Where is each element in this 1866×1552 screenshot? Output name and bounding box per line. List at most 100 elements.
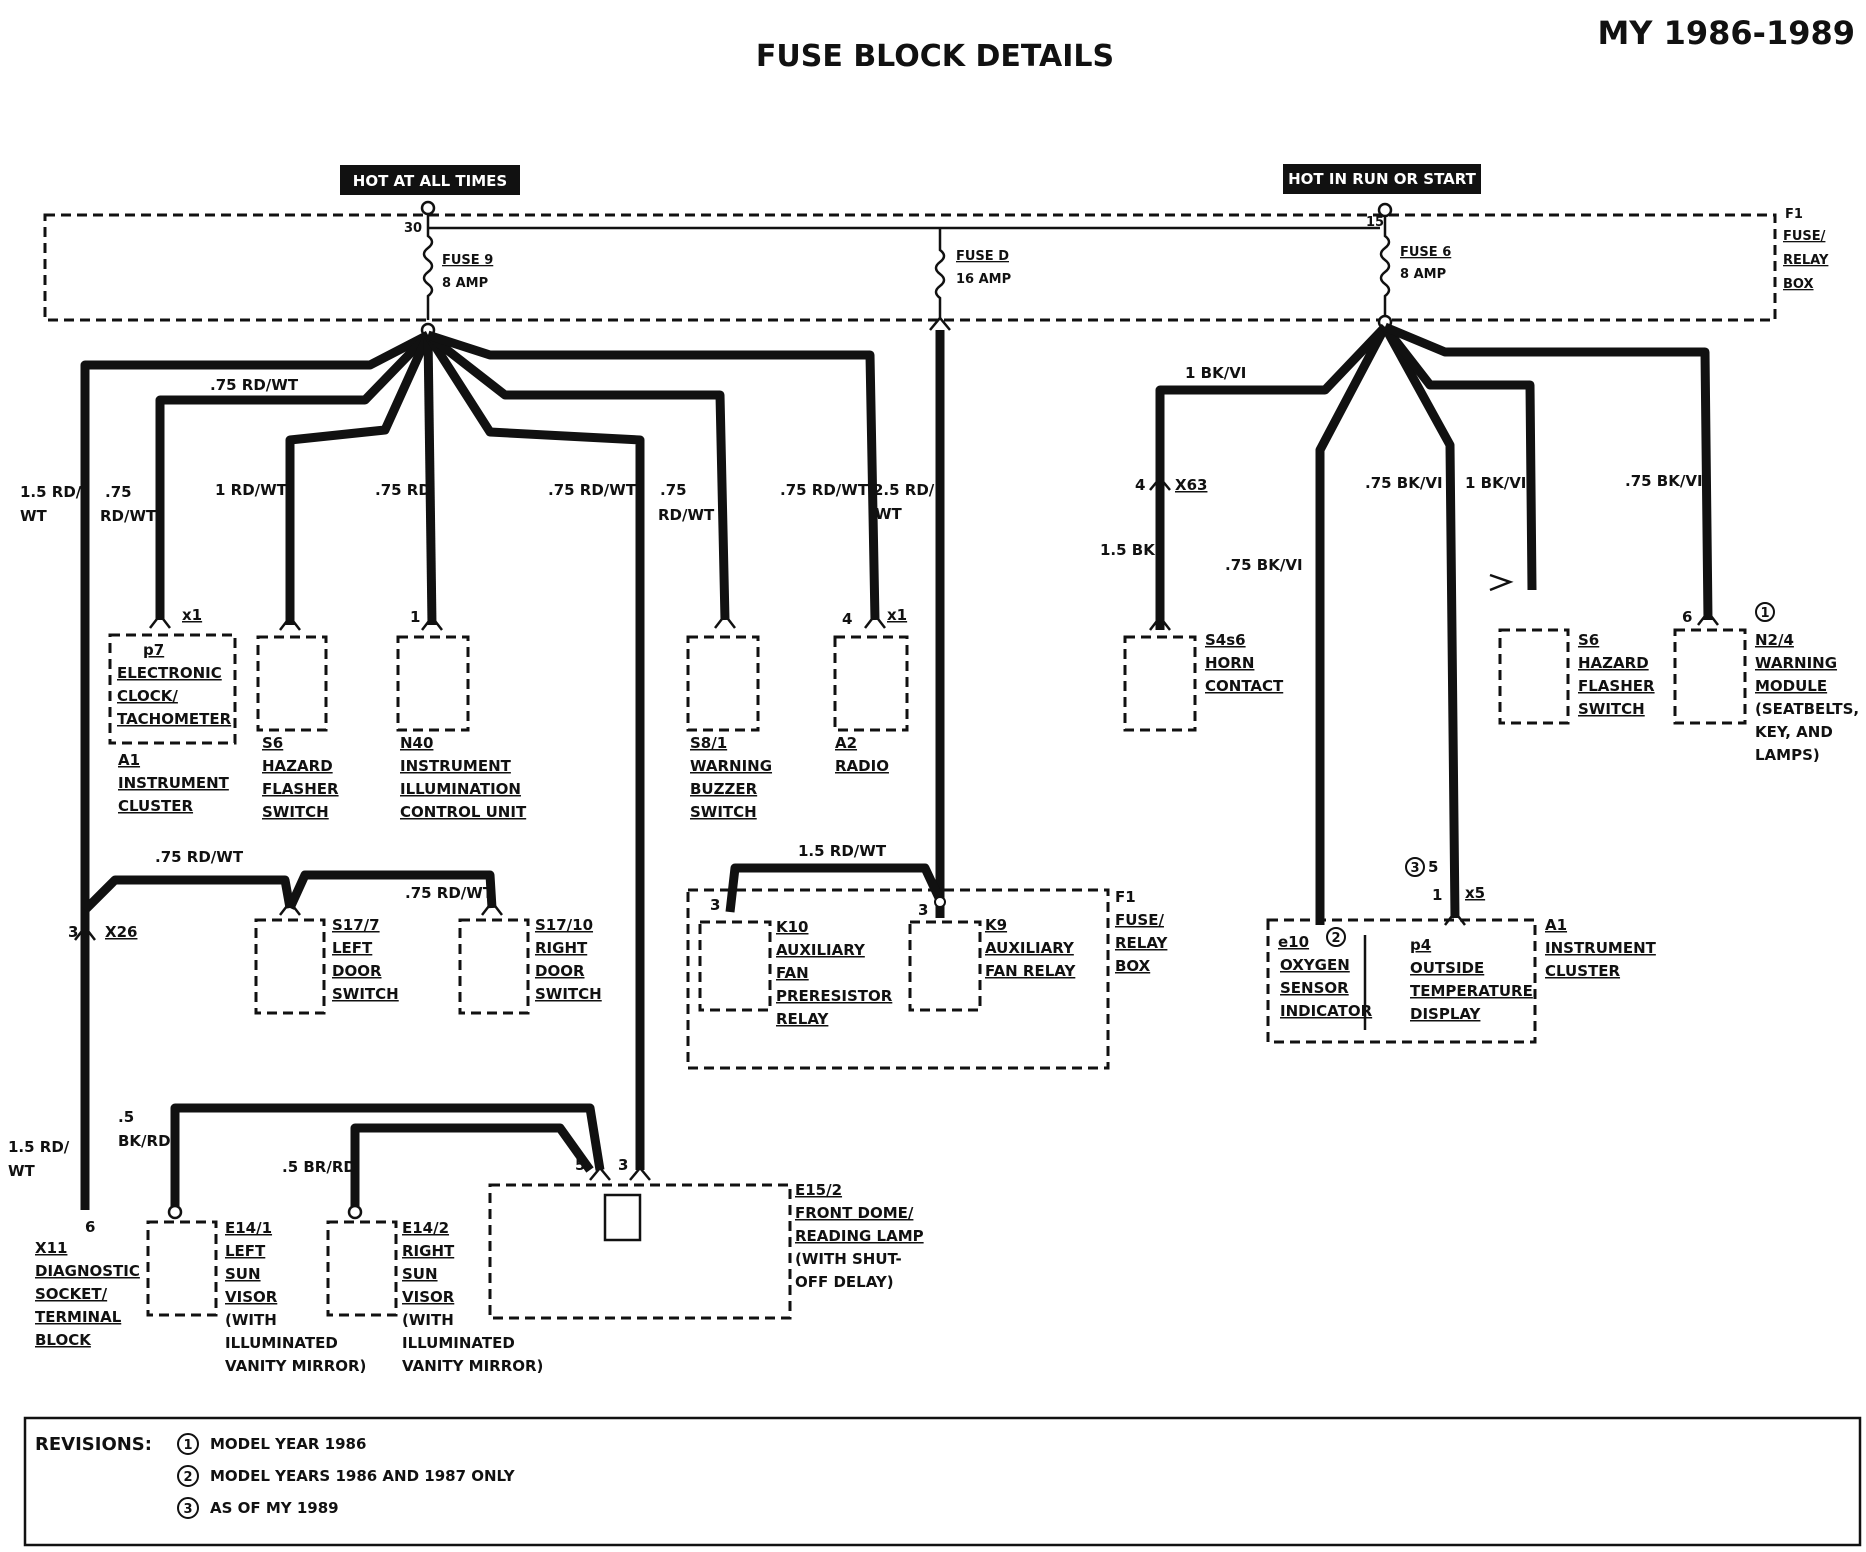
svg-text:TERMINAL: TERMINAL bbox=[35, 1308, 122, 1326]
wire-label-w16: .75 RD/WT bbox=[155, 848, 244, 866]
svg-text:S6: S6 bbox=[1578, 631, 1599, 649]
svg-text:S17/10: S17/10 bbox=[535, 916, 593, 934]
svg-text:CLUSTER: CLUSTER bbox=[118, 797, 193, 815]
svg-text:(WITH: (WITH bbox=[402, 1311, 454, 1329]
pin-label-1-x5: 1 bbox=[1432, 886, 1442, 904]
wire-label-w11: 1.5 BK bbox=[1100, 541, 1156, 559]
svg-text:p7: p7 bbox=[143, 641, 164, 659]
wire-label-w13: .75 BK/VI bbox=[1365, 474, 1443, 492]
pin-s6-icon bbox=[279, 614, 301, 631]
svg-text:TACHOMETER: TACHOMETER bbox=[117, 710, 232, 728]
pin-label-1: 1 bbox=[410, 608, 420, 626]
hot-at-all-times-tag: HOT AT ALL TIMES bbox=[340, 165, 520, 195]
svg-text:ILLUMINATION: ILLUMINATION bbox=[400, 780, 521, 798]
component-f1b: F1 FUSE/ RELAY BOX bbox=[1115, 888, 1169, 975]
wire-label-w21b: WT bbox=[8, 1162, 36, 1180]
pin-label-6-x11: 6 bbox=[85, 1218, 95, 1236]
svg-text:K9: K9 bbox=[985, 916, 1007, 934]
component-n40: N40 INSTRUMENT ILLUMINATION CONTROL UNIT bbox=[400, 734, 527, 821]
wire-label-w9b: WT bbox=[875, 505, 903, 523]
svg-text:INDICATOR: INDICATOR bbox=[1280, 1002, 1373, 1020]
revision-2-icon bbox=[177, 1465, 199, 1487]
component-a1: A1 INSTRUMENT CLUSTER bbox=[118, 751, 230, 815]
terminal-30-icon bbox=[420, 200, 436, 216]
svg-text:RIGHT: RIGHT bbox=[535, 939, 588, 957]
svg-text:INSTRUMENT: INSTRUMENT bbox=[400, 757, 512, 775]
k10-box bbox=[698, 920, 772, 1012]
note-1-icon bbox=[1755, 602, 1775, 622]
page-title: FUSE BLOCK DETAILS bbox=[756, 39, 1114, 74]
svg-text:HOT AT ALL TIMES: HOT AT ALL TIMES bbox=[353, 172, 507, 190]
revision-item-3: 3 AS OF MY 1989 bbox=[177, 1497, 339, 1519]
revision-item-1: 1 MODEL YEAR 1986 bbox=[177, 1433, 366, 1455]
hot-in-run-tag: HOT IN RUN OR START bbox=[1283, 164, 1481, 194]
n24-box bbox=[1673, 628, 1747, 725]
wire-s81 bbox=[425, 331, 730, 621]
wire-a2 bbox=[426, 330, 880, 621]
component-s81: S8/1 WARNING BUZZER SWITCH bbox=[690, 734, 772, 821]
svg-text:INSTRUMENT: INSTRUMENT bbox=[118, 774, 230, 792]
svg-text:FRONT DOME/: FRONT DOME/ bbox=[795, 1204, 914, 1222]
pin-label-x63: X63 bbox=[1175, 476, 1207, 494]
svg-text:2: 2 bbox=[183, 1470, 192, 1485]
svg-text:SOCKET/: SOCKET/ bbox=[35, 1285, 108, 1303]
wire-label-w6: .75 RD/WT bbox=[548, 481, 637, 499]
svg-text:2: 2 bbox=[1331, 931, 1340, 946]
s177-box bbox=[254, 918, 326, 1015]
component-p7: p7 ELECTRONIC CLOCK/ TACHOMETER bbox=[117, 641, 232, 728]
component-e142: E14/2 RIGHT SUN VISOR (WITH ILLUMINATED … bbox=[402, 1219, 543, 1375]
component-e10: e10 OXYGEN SENSOR INDICATOR bbox=[1278, 933, 1373, 1020]
component-a2: A2 RADIO bbox=[835, 734, 889, 775]
svg-text:FLASHER: FLASHER bbox=[1578, 677, 1655, 695]
svg-text:MODULE: MODULE bbox=[1755, 677, 1827, 695]
wire-label-w2a: .75 bbox=[105, 483, 132, 501]
wire-label-w4: 1 RD/WT bbox=[215, 481, 288, 499]
svg-text:(SEATBELTS,: (SEATBELTS, bbox=[1755, 700, 1859, 718]
component-s177: S17/7 LEFT DOOR SWITCH bbox=[332, 916, 399, 1003]
wire-s1710 bbox=[285, 870, 497, 910]
svg-text:X11: X11 bbox=[35, 1239, 67, 1257]
revision-3-icon bbox=[177, 1497, 199, 1519]
note-2-icon bbox=[1326, 927, 1346, 947]
svg-text:K10: K10 bbox=[776, 918, 809, 936]
svg-text:WARNING: WARNING bbox=[1755, 654, 1837, 672]
wire-label-w19b: BK/RD bbox=[118, 1132, 171, 1150]
wire-label-w14: 1 BK/VI bbox=[1465, 474, 1526, 492]
pin-label-3-x26: 3 bbox=[68, 923, 78, 941]
fuse-d-icon bbox=[934, 228, 946, 318]
note-marker-2: 2 bbox=[1326, 927, 1346, 947]
svg-text:KEY, AND: KEY, AND bbox=[1755, 723, 1833, 741]
s1710-box bbox=[458, 918, 530, 1015]
svg-text:CONTROL UNIT: CONTROL UNIT bbox=[400, 803, 527, 821]
wire-p4 bbox=[1381, 324, 1460, 919]
fuse-d-out-icon bbox=[929, 316, 951, 331]
e152-internal-icon bbox=[603, 1193, 642, 1242]
s6-box bbox=[256, 635, 328, 732]
fuse-6-rating: 8 AMP bbox=[1400, 267, 1446, 282]
wire-label-w7b: RD/WT bbox=[658, 506, 715, 524]
pin-k9-icon bbox=[934, 896, 946, 908]
e10-p4-box bbox=[1266, 918, 1537, 1044]
svg-text:RIGHT: RIGHT bbox=[402, 1242, 455, 1260]
revision-1-icon bbox=[177, 1433, 199, 1455]
svg-text:OUTSIDE: OUTSIDE bbox=[1410, 959, 1484, 977]
svg-text:FAN RELAY: FAN RELAY bbox=[985, 962, 1076, 980]
svg-text:AUXILIARY: AUXILIARY bbox=[776, 941, 866, 959]
component-s1710: S17/10 RIGHT DOOR SWITCH bbox=[535, 916, 602, 1003]
pin-label-3b: 3 bbox=[918, 901, 928, 919]
wire-e152 bbox=[424, 332, 645, 1170]
wire-label-w9a: 2.5 RD/ bbox=[873, 481, 935, 499]
svg-text:BLOCK: BLOCK bbox=[35, 1331, 92, 1349]
svg-text:READING LAMP: READING LAMP bbox=[795, 1227, 924, 1245]
component-x11: X11 DIAGNOSTIC SOCKET/ TERMINAL BLOCK bbox=[35, 1239, 140, 1349]
wire-horn bbox=[1155, 323, 1389, 630]
svg-text:1: 1 bbox=[1760, 606, 1769, 621]
s81-box bbox=[686, 635, 760, 732]
svg-text:FAN: FAN bbox=[776, 964, 809, 982]
terminal-15-label: 15 bbox=[1366, 215, 1384, 230]
component-k10: K10 AUXILIARY FAN PRERESISTOR RELAY bbox=[776, 918, 893, 1028]
pin-x26-icon bbox=[74, 924, 96, 941]
pin-s177-icon bbox=[279, 899, 301, 916]
svg-text:RELAY: RELAY bbox=[1115, 934, 1169, 952]
svg-text:CLUSTER: CLUSTER bbox=[1545, 962, 1620, 980]
